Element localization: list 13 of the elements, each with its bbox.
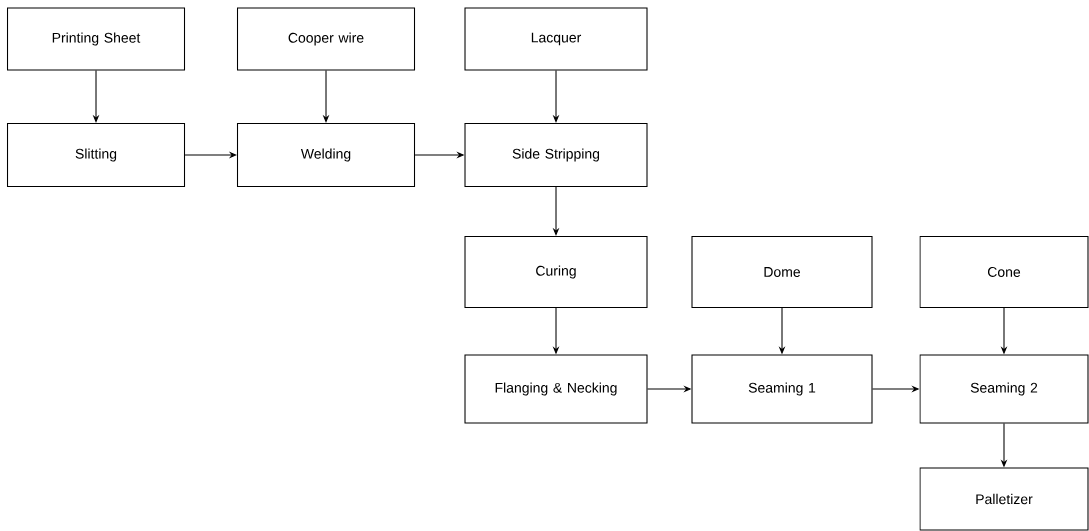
process-box: Lacquer	[464, 7, 648, 71]
process-box: Flanging & Necking	[464, 354, 648, 424]
process-box: Dome	[691, 235, 873, 309]
process-box: Welding	[236, 122, 416, 188]
process-box: Cooper wire	[236, 7, 416, 71]
process-box: Side Stripping	[464, 122, 648, 188]
process-box: Palletizer	[919, 467, 1089, 531]
process-box: Printing Sheet	[6, 7, 186, 71]
process-box: Seaming 1	[691, 354, 873, 424]
process-box: Seaming 2	[919, 354, 1089, 424]
process-box: Slitting	[6, 122, 186, 188]
process-box: Curing	[464, 235, 648, 309]
process-box: Cone	[919, 235, 1089, 309]
